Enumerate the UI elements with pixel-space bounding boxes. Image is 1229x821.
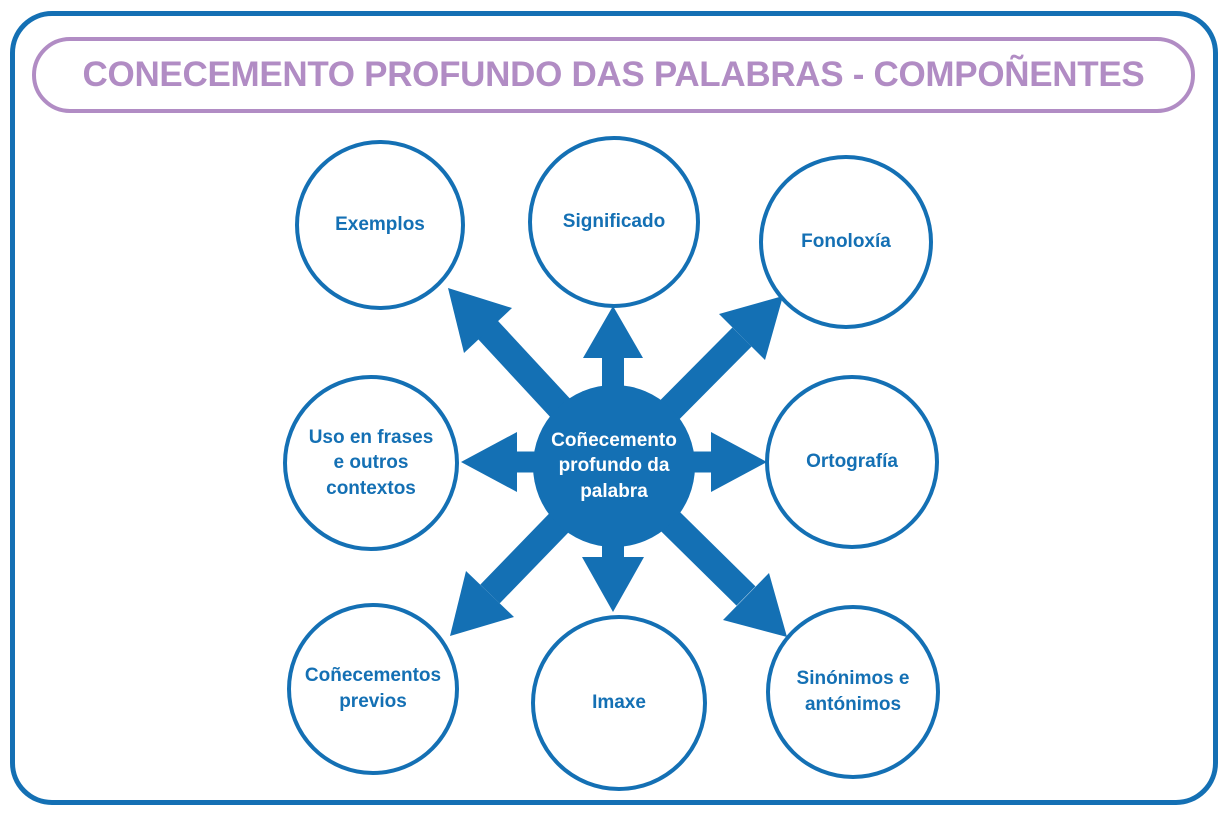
node-label: Fonoloxía [801, 231, 891, 253]
node-sinonimos-antonimos: Sinónimos e antónimos [766, 605, 940, 779]
node-label: Sinónimos e antónimos [796, 668, 910, 715]
node-imaxe: Imaxe [531, 615, 707, 791]
node-conecementos-previos: Coñecementos previos [287, 603, 459, 775]
node-label: Imaxe [592, 692, 646, 714]
node-fonoloxia: Fonoloxía [759, 155, 933, 329]
node-exemplos: Exemplos [295, 140, 465, 310]
node-uso-en-frases: Uso en frases e outros contextos [283, 375, 459, 551]
central-node-label: Coñecemento profundo da palabra [551, 429, 677, 502]
node-significado: Significado [528, 136, 700, 308]
node-label: Ortografía [806, 451, 898, 473]
page-title: CONECEMENTO PROFUNDO DAS PALABRAS - COMP… [82, 55, 1145, 94]
node-label: Significado [562, 211, 666, 233]
title-banner: CONECEMENTO PROFUNDO DAS PALABRAS - COMP… [32, 37, 1195, 113]
node-central-concept: Coñecemento profundo da palabra [533, 385, 695, 547]
node-label: Uso en frases e outros contextos [308, 426, 434, 499]
node-ortografia: Ortografía [765, 375, 939, 549]
node-label: Coñecementos previos [304, 665, 442, 712]
node-label: Exemplos [335, 214, 425, 236]
outer-frame-border [10, 11, 1218, 805]
